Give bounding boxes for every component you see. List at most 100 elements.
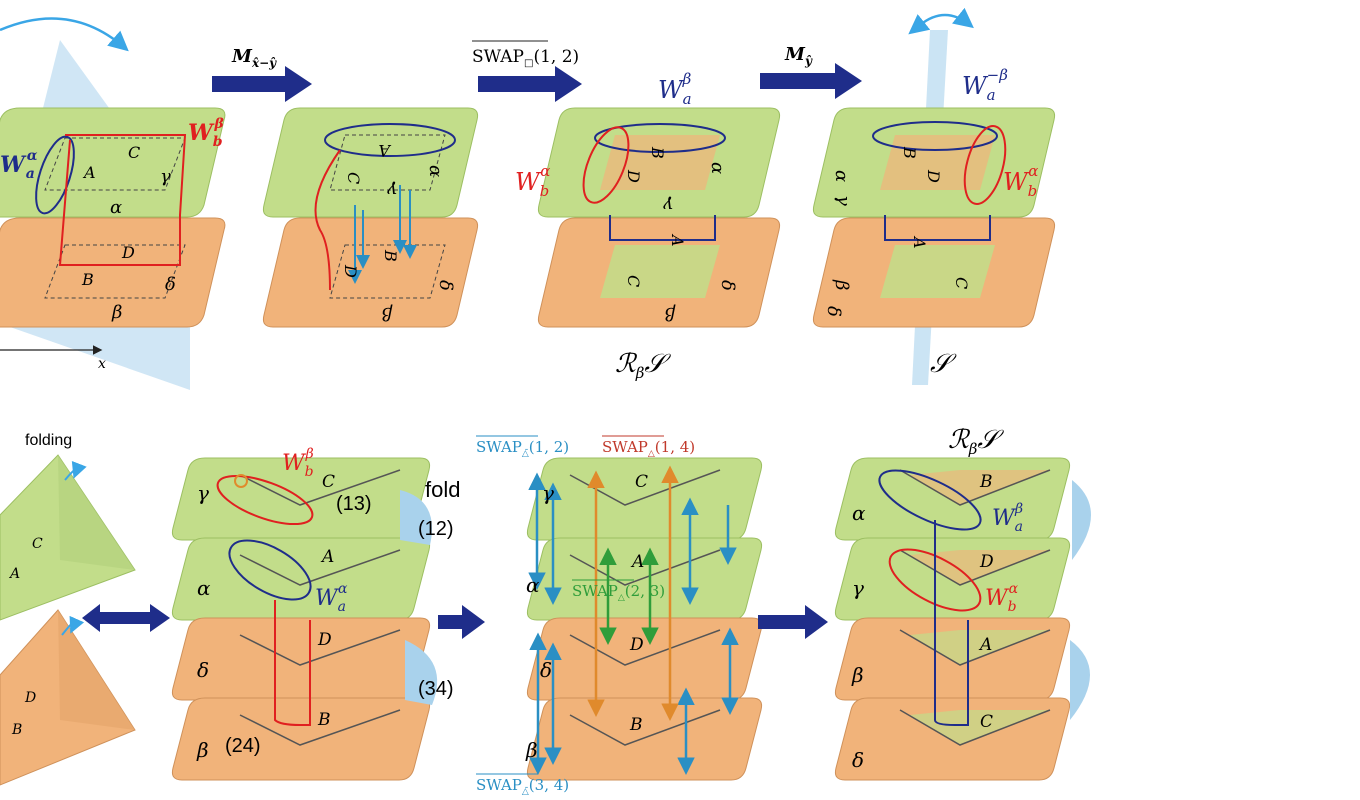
label-gamma: γ <box>197 481 209 505</box>
big-arrow <box>212 66 312 102</box>
label-alpha: α <box>425 165 446 177</box>
fold-edge <box>239 629 401 666</box>
label-D: D <box>624 169 643 183</box>
caption-s: 𝒮 <box>930 349 957 379</box>
rotation-arrow <box>0 17 129 52</box>
wa-label: Waα <box>315 581 348 615</box>
big-arrow <box>758 605 828 639</box>
loop-wa-lower <box>609 215 716 241</box>
green-patch <box>880 245 995 298</box>
loop-wa <box>228 539 312 601</box>
title-rbeta-s: ℛβ𝒮 <box>948 425 1004 458</box>
label-B: B <box>629 715 643 735</box>
fold-edge <box>899 469 1051 506</box>
label-beta: β <box>525 738 538 762</box>
label-beta: β <box>382 303 393 324</box>
fold-edge <box>899 709 1051 746</box>
folded-pyramids: folding C A D B <box>0 432 170 786</box>
loop-wa <box>594 123 726 153</box>
label-B: B <box>900 146 919 159</box>
orange-layer <box>0 217 226 328</box>
loop-wb <box>216 474 314 526</box>
wa-label: Waα <box>0 148 38 182</box>
wb-label: Wbβ <box>282 446 314 480</box>
label-A: A <box>378 141 392 160</box>
wb-label: Wbα <box>515 162 550 200</box>
swap-label-34: SWAP△̄(3, 4) <box>476 776 569 797</box>
swap-label-12: SWAP△̄(1, 2) <box>476 438 569 459</box>
op-label-m-xy: Mx̂−ŷ <box>231 46 277 70</box>
label-D: D <box>341 264 360 278</box>
swap-label-14: SWAP△(1, 4) <box>602 438 695 459</box>
label-D: D <box>121 243 135 262</box>
loop-wb-beta <box>58 134 187 266</box>
label-beta: β <box>831 279 852 290</box>
site-marker <box>234 474 248 488</box>
loop-red <box>314 149 341 291</box>
label-gamma: γ <box>387 180 398 201</box>
label-alpha: α <box>526 573 540 597</box>
label-A: A <box>910 235 929 249</box>
label-D: D <box>317 630 332 650</box>
plaquette-bottom <box>44 244 186 299</box>
big-arrow <box>478 66 582 102</box>
fold-edge <box>239 469 401 506</box>
label-A: A <box>82 163 96 182</box>
operator-arrow-1: Mx̂−ŷ <box>212 46 312 102</box>
op-label-m-y: Mŷ <box>784 44 813 68</box>
label-beta: β <box>665 303 676 324</box>
label-delta: δ <box>540 658 552 682</box>
wb-label: Wbβ <box>188 116 225 150</box>
layer-alpha <box>526 537 763 621</box>
wa-label: Waβ <box>992 501 1023 535</box>
label-alpha: α <box>110 197 122 218</box>
label-gamma: γ <box>160 166 171 187</box>
wa-label: Wa−β <box>962 66 1008 104</box>
green-patch <box>910 630 1050 665</box>
label-gamma: γ <box>852 576 864 600</box>
reflection-arrow <box>908 7 974 35</box>
panel-1: C A α γ D B β δ x Waα Wbβ <box>0 17 226 390</box>
label-B: B <box>317 710 331 730</box>
label-gamma: γ <box>663 195 674 216</box>
pair-24: (24) <box>225 735 261 757</box>
label-B: B <box>979 472 993 492</box>
label-C: C <box>635 472 648 492</box>
panel-3: B D α γ A C β δ Waβ Wbα ℛβ𝒮 <box>515 70 781 382</box>
layer-beta <box>526 697 763 781</box>
layer-beta <box>171 697 431 781</box>
loop-wa-alpha <box>35 135 75 215</box>
fold-edge <box>239 549 401 586</box>
label-delta: δ <box>717 280 738 291</box>
label-C: C <box>322 472 335 492</box>
label-D: D <box>979 552 994 572</box>
label-delta: δ <box>823 306 844 317</box>
label-B: B <box>81 270 94 289</box>
label-D: D <box>24 690 36 706</box>
label-C: C <box>624 275 643 287</box>
folding-label: folding <box>25 432 72 449</box>
panel-5: γ α δ β C A D B fold (13) (12) (34) (24)… <box>171 446 460 781</box>
label-C: C <box>952 277 971 289</box>
wa-label: Waβ <box>658 70 692 108</box>
operator-arrow-2: SWAP□(1, 2) <box>472 40 582 102</box>
fold-wedge <box>400 490 432 545</box>
fold-arrow <box>64 460 87 481</box>
label-beta: β <box>851 663 864 687</box>
orange-patch <box>910 470 1050 505</box>
plaquette-top <box>329 134 446 191</box>
loop-wa-lower <box>884 215 991 241</box>
fold-edge <box>239 709 401 746</box>
fold-edge <box>899 629 1051 666</box>
label-alpha: α <box>197 576 211 600</box>
loop-wa <box>872 121 998 151</box>
fold-label: fold <box>425 477 460 502</box>
big-arrow <box>438 605 485 639</box>
panel-2: A C α γ D B β δ <box>262 107 479 328</box>
fold-wedge <box>1070 640 1090 720</box>
wb-label: Wbα <box>1003 162 1038 200</box>
orange-face <box>58 610 135 730</box>
label-A: A <box>8 566 20 582</box>
panel-6: γ α δ β C A D B SWAP△̄(1, 2) SWAP△(1, 4)… <box>476 435 763 797</box>
